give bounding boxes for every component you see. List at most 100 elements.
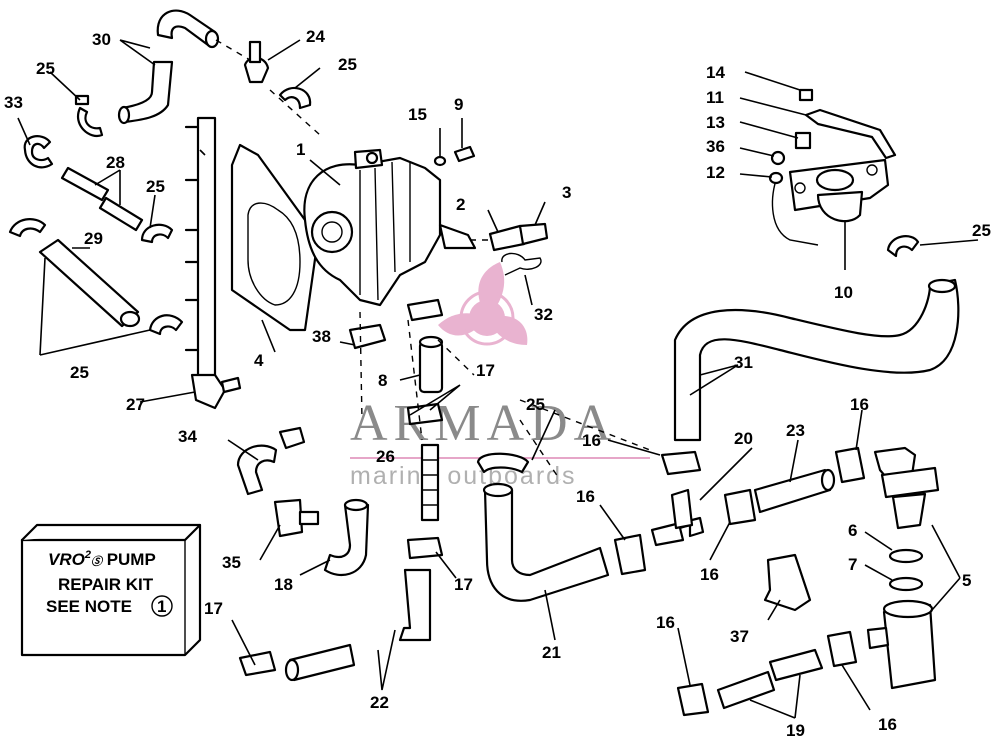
filter-5-cap: [880, 466, 940, 499]
fitting-2: [488, 224, 526, 252]
callout-25: 25: [972, 221, 991, 240]
callout-27: 27: [126, 395, 145, 414]
callout-16: 16: [700, 565, 719, 584]
clamp-16-c: [723, 488, 757, 526]
callout-11: 11: [706, 88, 724, 107]
repair-kit-box: VRO2Ⓢ PUMP REPAIR KIT SEE NOTE 1: [20, 523, 202, 657]
filter-5-element: [891, 492, 927, 530]
washer-15: [433, 155, 447, 167]
callout-25: 25: [70, 363, 89, 382]
hose-34: [236, 444, 278, 496]
clamp-16-b: [660, 450, 702, 476]
callout-21: 21: [542, 643, 561, 662]
callout-36: 36: [706, 137, 725, 156]
tube-27-ports: [184, 125, 200, 352]
filter-5-bowl-rim: [882, 599, 934, 619]
hose-23: [753, 468, 832, 514]
callout-29: 29: [84, 229, 103, 248]
clamp-16-a: [613, 533, 647, 576]
fitting-24: [243, 56, 270, 84]
watermark-tagline: marine outboards: [350, 462, 577, 490]
tube-27-nipple: [220, 376, 242, 394]
clip-32: [501, 252, 542, 276]
callout-3: 3: [562, 183, 571, 202]
clamp-16-f: [826, 630, 858, 668]
callout-25: 25: [338, 55, 357, 74]
clamp-25-a-tab: [74, 94, 90, 106]
callout-8: 8: [378, 371, 387, 390]
hose-31-end: [927, 278, 957, 294]
callout-4: 4: [254, 351, 264, 370]
hose-22-b-end: [284, 658, 300, 682]
callout-20: 20: [734, 429, 753, 448]
filter-5-outlet: [866, 626, 890, 650]
lead-11: [804, 108, 897, 160]
hose-19-b: [768, 648, 824, 682]
callout-25: 25: [526, 395, 545, 414]
leader-lines: [17, 39, 979, 719]
clamp-34: [278, 426, 306, 450]
strainer-26: [420, 443, 440, 522]
clamp-25-d: [148, 314, 184, 336]
fuel-pump-1: [303, 148, 477, 307]
clamp-17-top: [406, 298, 444, 322]
callout-5: 5: [962, 571, 971, 590]
clamp-25-a: [77, 106, 104, 138]
clamp-25-f: [476, 452, 530, 474]
kit-note-label: SEE NOTE: [46, 597, 132, 616]
hose-28-a: [60, 166, 110, 202]
callout-38: 38: [312, 327, 331, 346]
hose-18-end: [343, 498, 369, 512]
hose-21-end: [482, 482, 514, 498]
callout-17: 17: [476, 361, 495, 380]
hose-28-b: [98, 196, 144, 232]
callout-14: 14: [706, 63, 725, 82]
clamp-25-g: [886, 235, 920, 258]
callout-7: 7: [848, 555, 857, 574]
clamp-17-a: [406, 402, 444, 426]
callout-32: 32: [534, 305, 553, 324]
callout-12: 12: [706, 163, 725, 182]
dashed-align-lines: [215, 39, 651, 481]
tube-27-elbow: [190, 373, 227, 410]
fitting-24-nipple: [248, 40, 262, 64]
tube-27: [196, 116, 217, 382]
callout-16: 16: [576, 487, 595, 506]
callout-23: 23: [786, 421, 805, 440]
note-circle-icon: [151, 595, 173, 617]
strainer-26-ribs: [422, 459, 438, 506]
oring-7: [888, 576, 924, 592]
clamp-25-c: [140, 223, 174, 244]
hose-31: [673, 278, 960, 442]
callout-31: 31: [734, 353, 753, 372]
callout-17: 17: [204, 599, 223, 618]
ground-wire-12: [771, 179, 819, 246]
fitting-35: [273, 498, 304, 538]
kit-vro-label: VRO2Ⓢ PUMP: [48, 549, 156, 569]
kit-note-number: 1: [157, 597, 166, 616]
hose-21: [483, 488, 610, 602]
bracket-37: [763, 553, 812, 612]
callout-1: 1: [296, 140, 305, 159]
callout-6: 6: [848, 521, 857, 540]
callout-16: 16: [582, 431, 601, 450]
callout-13: 13: [706, 113, 725, 132]
screw-14: [798, 88, 814, 102]
callout-24: 24: [306, 27, 325, 46]
callout-10: 10: [834, 283, 853, 302]
callout-37: 37: [730, 627, 749, 646]
hose-22-b: [288, 643, 356, 682]
clamp-25-b: [278, 86, 312, 110]
callout-16: 16: [850, 395, 869, 414]
callout-16: 16: [878, 715, 897, 734]
watermark-logo: [438, 262, 528, 346]
clamp-16-e: [676, 682, 710, 717]
clamp-38: [348, 323, 387, 350]
callout-15: 15: [408, 105, 427, 124]
clamp-33: [23, 135, 54, 169]
hose-8-end: [418, 335, 444, 349]
callout-33: 33: [4, 93, 23, 112]
callout-26: 26: [376, 447, 395, 466]
callout-35: 35: [222, 553, 241, 572]
